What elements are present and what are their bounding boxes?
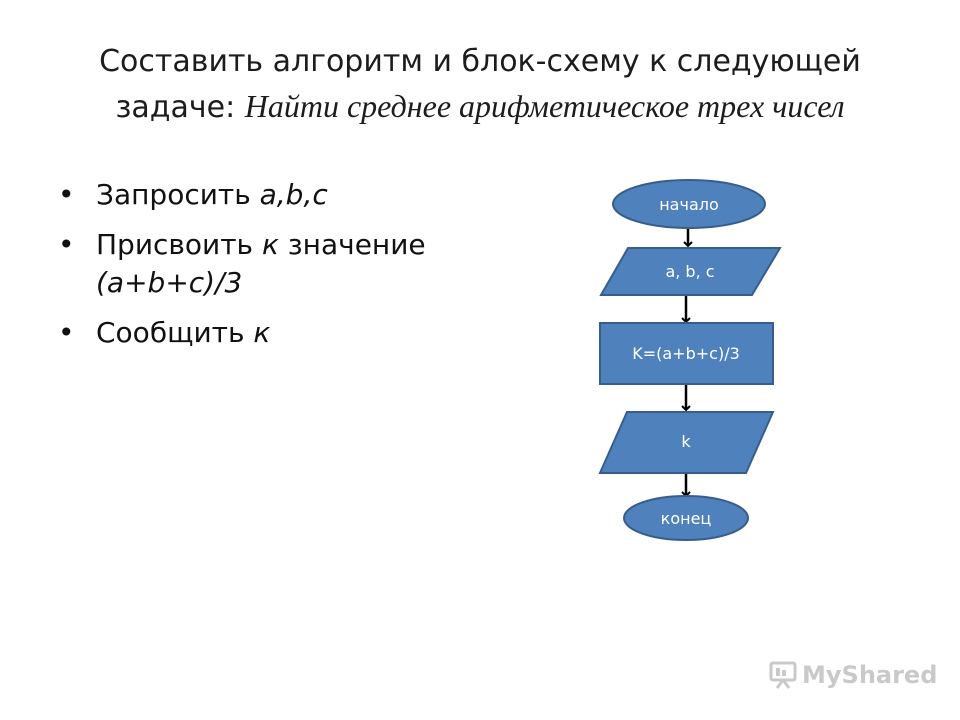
flow-output-label: k [681,432,691,451]
watermark-text: MyShared [802,661,938,689]
step-assign-text: Присвоить [96,228,262,261]
slide-title: Составить алгоритм и блок-схему к следую… [40,40,920,130]
flow-process-block: K=(a+b+c)/3 [599,322,774,385]
flow-end-label: конец [661,509,712,528]
step-assign: Присвоить к значение (a+b+c)/3 [58,226,478,302]
flow-input-block: a, b, c [599,247,782,296]
step-report-var: к [253,316,271,349]
flow-process-label: K=(a+b+c)/3 [632,344,740,363]
step-report: Сообщить к [58,314,478,352]
watermark-logo: MyShared [768,658,937,692]
flow-start-terminal: начало [612,179,766,229]
step-assign-formula: (a+b+c)/3 [96,266,243,299]
step-request-vars: a,b,c [259,178,328,211]
flow-start-label: начало [659,195,719,214]
title-line-2: задаче: Найти среднее арифметическое тре… [40,84,920,130]
task-statement: Найти среднее арифметическое трех чисел [244,88,845,124]
step-assign-text-2: значение [278,228,426,261]
presentation-icon [769,661,797,689]
step-request-text: Запросить [96,178,260,211]
step-assign-var: к [261,228,279,261]
step-request: Запросить a,b,c [58,176,478,214]
step-report-text: Сообщить [96,316,254,349]
flow-end-terminal: конец [623,495,749,541]
flow-output-block: k [598,411,775,474]
title-line-1: Составить алгоритм и блок-схему к следую… [99,44,861,79]
algorithm-steps: Запросить a,b,c Присвоить к значение (a+b… [58,176,478,364]
flow-input-label: a, b, c [665,262,714,281]
title-prefix: задаче: [115,90,245,125]
